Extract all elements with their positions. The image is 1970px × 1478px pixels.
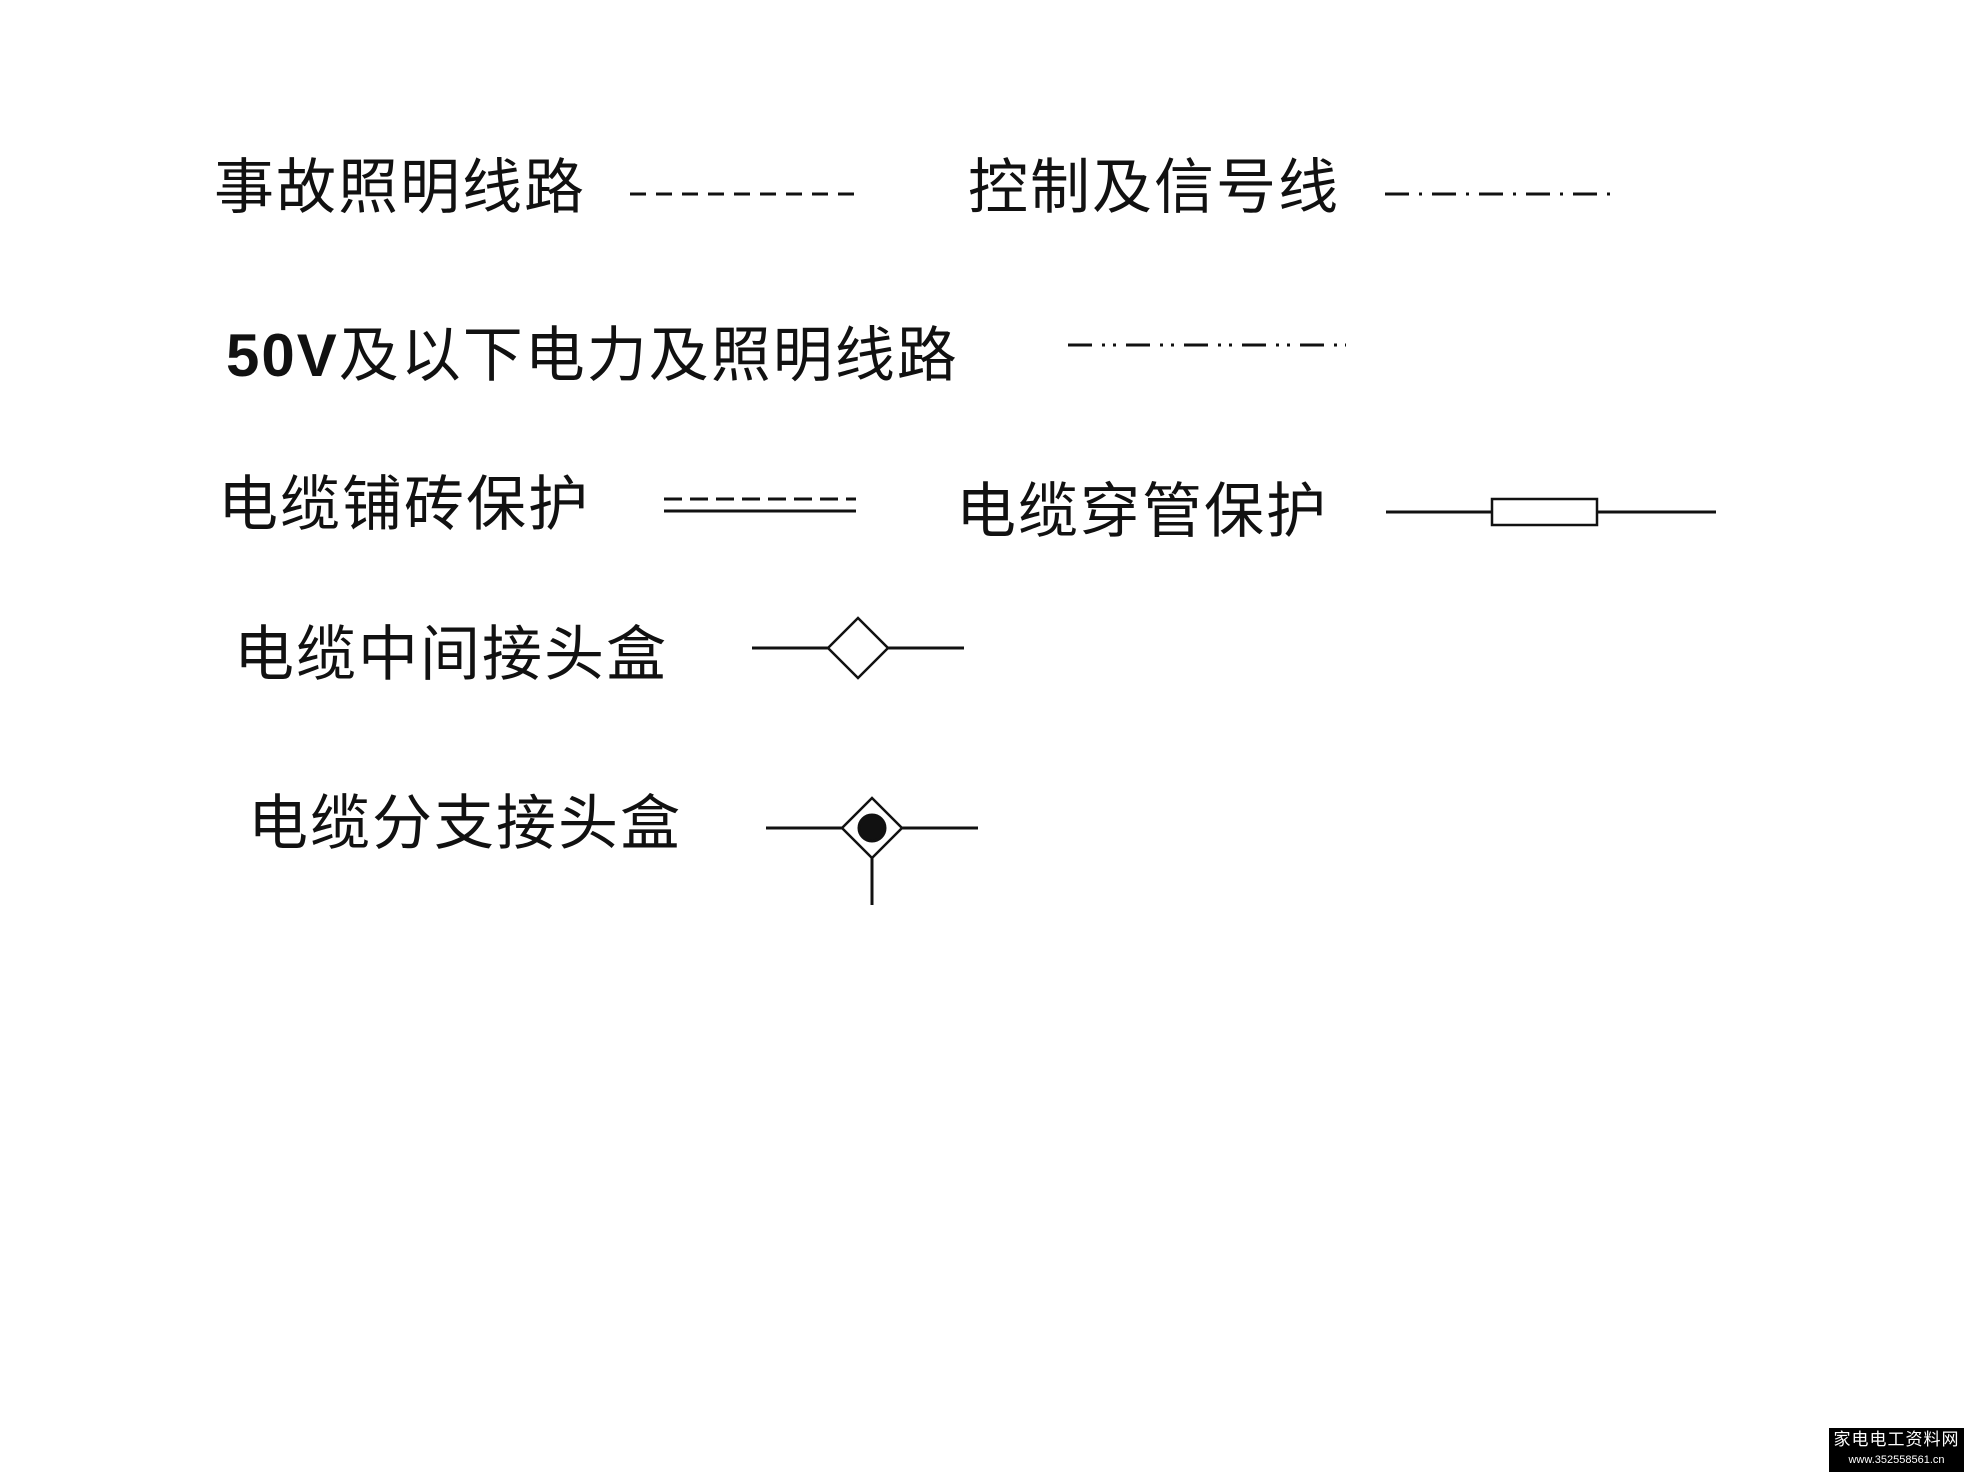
- line-with-filled-diamond-symbol: [766, 796, 978, 905]
- label-voltage-prefix: 50V: [226, 322, 339, 389]
- solid-over-dashed-line-symbol: [664, 497, 856, 513]
- line-with-rectangle-symbol: [1386, 497, 1716, 527]
- site-watermark: 家电电工资料网 www.352558561.cn: [1829, 1428, 1964, 1472]
- label-cable-branch-box: 电缆分支接头盒: [248, 789, 682, 859]
- label-cable-conduit-protection: 电缆穿管保护: [956, 477, 1328, 547]
- watermark-url: www.352558561.cn: [1848, 1454, 1945, 1466]
- label-low-voltage-text: 及以下电力及照明线路: [338, 321, 959, 391]
- label-emergency-lighting-line: 事故照明线路: [214, 153, 586, 223]
- label-control-signal-line: 控制及信号线: [968, 153, 1340, 223]
- watermark-title: 家电电工资料网: [1833, 1430, 1960, 1450]
- label-cable-joint-box: 电缆中间接头盒: [234, 620, 668, 690]
- label-cable-brick-protection: 电缆铺砖保护: [218, 470, 590, 540]
- label-low-voltage-line: 50V及以下电力及照明线路: [226, 326, 959, 387]
- line-with-diamond-symbol: [752, 616, 964, 680]
